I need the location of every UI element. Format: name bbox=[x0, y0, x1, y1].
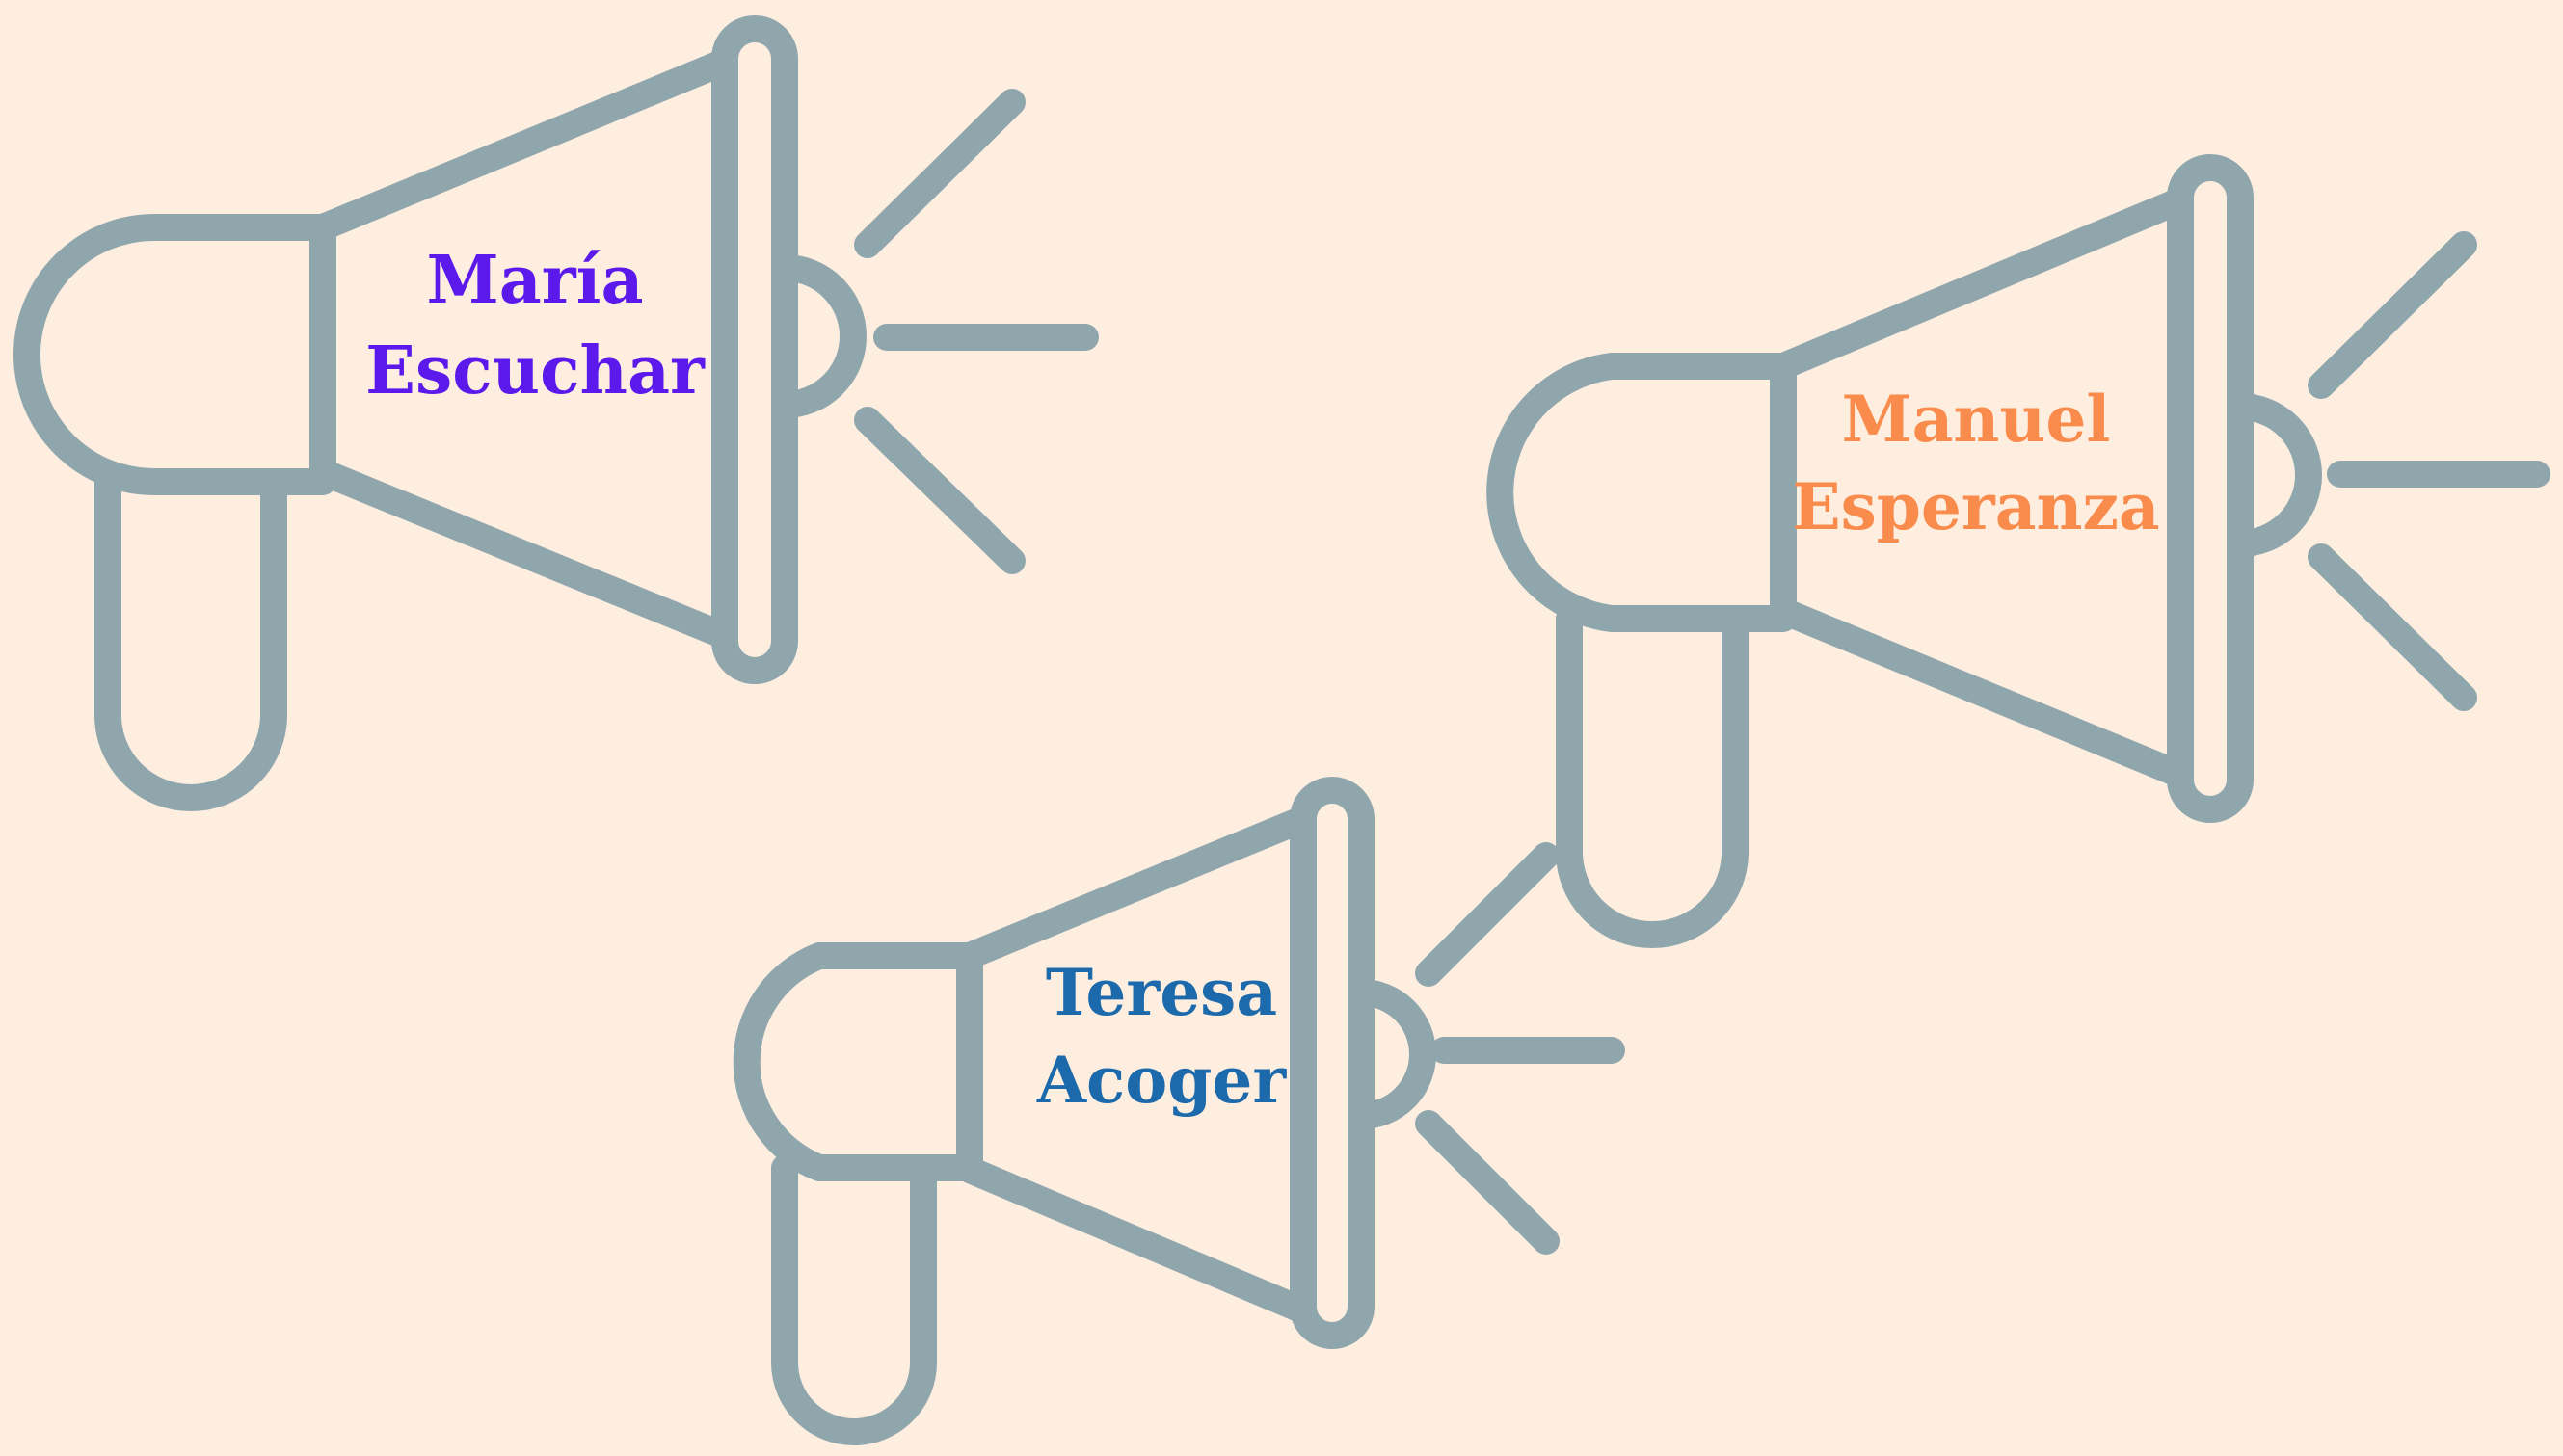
megaphone-label-manuel: Manuel Esperanza bbox=[1764, 376, 2188, 551]
megaphone-icon bbox=[1486, 154, 2550, 948]
verb-text: Escuchar bbox=[365, 331, 705, 410]
megaphone-icon bbox=[13, 15, 1099, 811]
name-text: Teresa bbox=[1045, 955, 1278, 1030]
name-text: María bbox=[426, 242, 644, 319]
name-text: Manuel bbox=[1841, 382, 2111, 457]
megaphone-icon bbox=[733, 777, 1625, 1445]
verb-text: Esperanza bbox=[1792, 469, 2160, 545]
megaphone-label-maria: María Escuchar bbox=[318, 236, 752, 417]
verb-text: Acoger bbox=[1036, 1043, 1287, 1119]
megaphone-label-teresa: Teresa Acoger bbox=[1022, 949, 1301, 1125]
